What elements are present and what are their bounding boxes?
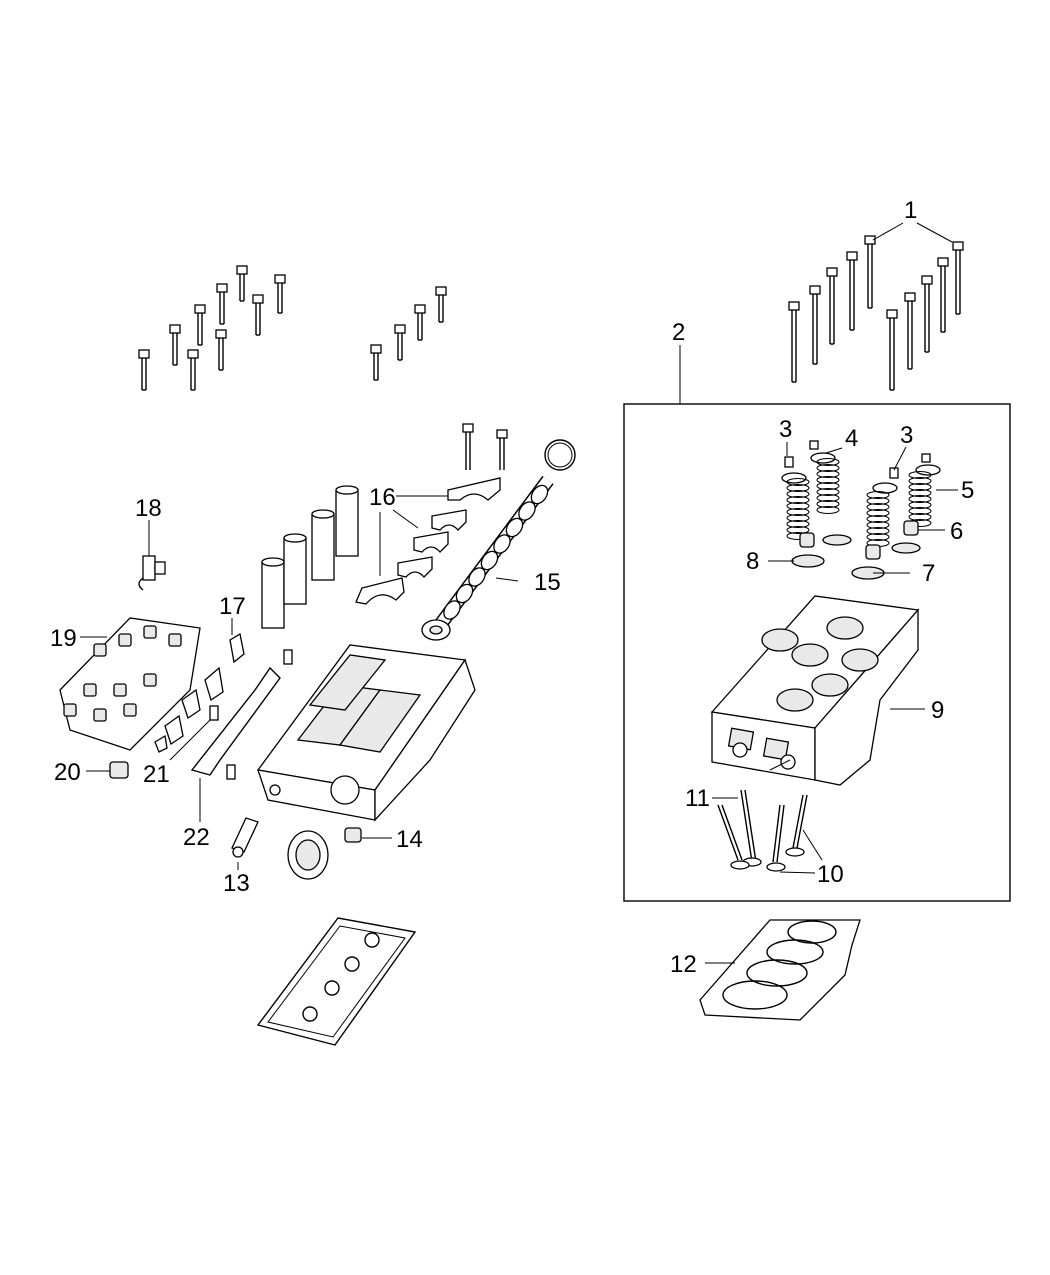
cam-cover-gasket <box>256 917 417 1046</box>
bolt-icon <box>809 285 821 365</box>
cylinder-head-assembly-frame <box>623 403 1011 902</box>
callout-21: 21 <box>143 761 170 788</box>
bolt-icon <box>826 267 838 345</box>
callout-17: 17 <box>219 593 246 620</box>
callout-6: 6 <box>950 518 963 545</box>
bolt-icon <box>169 324 181 366</box>
spring-retainer <box>872 482 898 494</box>
valve-spring <box>866 491 890 547</box>
plug-14 <box>344 827 362 843</box>
callout-3: 3 <box>779 416 792 443</box>
valve-keeper <box>889 467 899 479</box>
spring-seat <box>822 534 852 546</box>
valve-stem-seal <box>903 520 919 536</box>
bolt-set-middle <box>370 286 447 381</box>
callout-8: 8 <box>746 548 759 575</box>
callout-5: 5 <box>961 477 974 504</box>
dowel-pins <box>209 649 293 780</box>
spring-seat <box>891 542 921 554</box>
valve-keeper <box>784 456 794 468</box>
callout-12: 12 <box>670 951 697 978</box>
spring-retainer <box>915 464 941 476</box>
callout-13: 13 <box>223 870 250 897</box>
bolt-icon <box>216 283 228 325</box>
camshaft-end-seal <box>287 830 329 880</box>
callout-16: 16 <box>369 484 396 511</box>
camshaft-bearing-caps <box>355 423 508 605</box>
spring-retainer <box>781 472 807 484</box>
valve-stem-seal <box>799 532 815 548</box>
callout-11: 11 <box>685 785 710 812</box>
bolt-icon <box>252 294 264 336</box>
valve-actuator-assembly <box>59 617 201 751</box>
callout-22: 22 <box>183 824 210 851</box>
spring-seat <box>791 554 825 568</box>
bolt-icon <box>187 349 199 391</box>
camshaft-carrier-gasket <box>190 666 281 776</box>
callout-1: 1 <box>904 197 917 224</box>
camshaft-carrier <box>256 644 476 822</box>
valve-spring-group <box>781 440 941 580</box>
camshaft <box>421 439 576 641</box>
bolt-icon <box>921 275 933 353</box>
bolt-icon <box>864 235 876 309</box>
bolt-icon <box>370 344 382 381</box>
valve-keeper <box>809 440 819 450</box>
callout-labels: 1 2 3 3 4 5 6 7 8 9 10 11 12 13 14 15 16… <box>50 197 974 978</box>
valve-set <box>717 789 808 872</box>
bolt-icon <box>846 251 858 331</box>
bolt-icon <box>394 324 406 361</box>
cylinder-head <box>710 595 920 786</box>
oil-control-valve <box>138 555 166 591</box>
spring-retainer <box>810 452 836 464</box>
bolt-icon <box>937 257 949 333</box>
bolt-icon <box>215 329 227 371</box>
bolt-icon <box>952 241 964 315</box>
spark-plug-tube <box>231 817 259 858</box>
bolt-icon <box>194 304 206 346</box>
callout-3: 3 <box>900 422 913 449</box>
valve-spring <box>816 458 840 514</box>
callout-15: 15 <box>534 569 561 596</box>
hydraulic-lifter-tubes <box>261 485 359 629</box>
bolt-icon <box>414 304 426 341</box>
bolt-icon <box>435 286 447 323</box>
callout-10: 10 <box>817 861 844 888</box>
callout-7: 7 <box>922 560 935 587</box>
seal-plug <box>109 761 129 779</box>
callout-2: 2 <box>672 319 685 346</box>
bolt-icon <box>274 274 286 314</box>
valve-spring <box>786 478 810 540</box>
callout-14: 14 <box>396 826 423 853</box>
cylinder-head-gasket <box>699 919 861 1021</box>
callout-4: 4 <box>845 425 858 452</box>
bolt-icon <box>788 301 800 383</box>
bolt-icon <box>236 265 248 302</box>
valve-spring <box>908 471 932 527</box>
camshaft-seal-ring <box>544 439 576 471</box>
bolt-icon <box>886 309 898 391</box>
valve-stem-seal <box>865 544 881 560</box>
callout-19: 19 <box>50 625 77 652</box>
leader-lines <box>80 222 958 964</box>
valve-keeper <box>921 453 931 463</box>
rocker-arms <box>154 632 245 753</box>
bolt-icon <box>904 292 916 370</box>
callout-9: 9 <box>931 697 944 724</box>
callout-20: 20 <box>54 759 81 786</box>
callout-18: 18 <box>135 495 162 522</box>
bolt-icon <box>138 349 150 391</box>
head-bolt-set <box>788 235 964 391</box>
bolt-set-left <box>138 265 286 391</box>
